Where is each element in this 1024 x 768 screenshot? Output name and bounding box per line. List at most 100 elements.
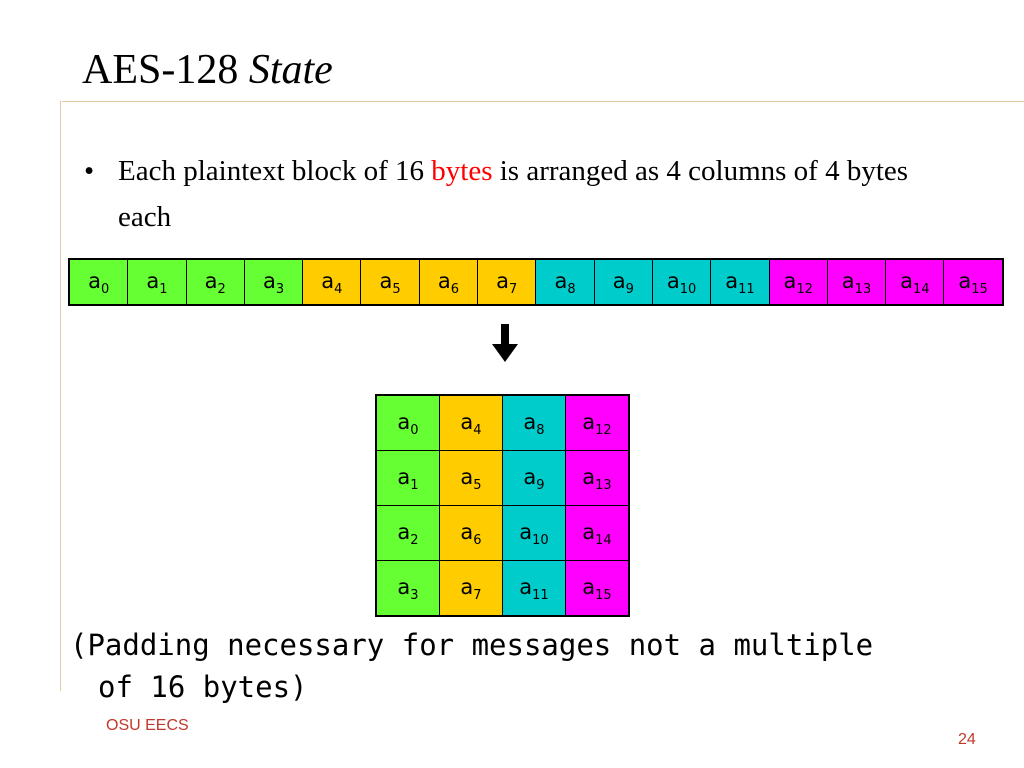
byte-label-index: 9 xyxy=(625,282,634,297)
byte-cell-grid-0: a0 xyxy=(375,394,440,451)
byte-label: a5 xyxy=(380,269,401,297)
byte-label-index: 8 xyxy=(567,282,576,297)
byte-cell-grid-9: a9 xyxy=(502,450,566,506)
byte-label-base: a xyxy=(523,465,537,489)
byte-label-base: a xyxy=(523,410,537,434)
byte-label-base: a xyxy=(582,465,596,489)
byte-label-base: a xyxy=(397,465,411,489)
byte-cell-strip-0: a0 xyxy=(68,258,129,306)
bullet-highlight: bytes xyxy=(431,155,493,187)
byte-label: a7 xyxy=(496,269,517,297)
byte-cell-strip-6: a6 xyxy=(418,258,479,306)
byte-label-base: a xyxy=(460,575,474,599)
byte-label-base: a xyxy=(88,269,101,293)
byte-cell-grid-4: a4 xyxy=(439,394,503,451)
byte-label: a2 xyxy=(397,520,418,548)
byte-label: a10 xyxy=(519,520,548,548)
byte-label: a12 xyxy=(582,410,611,438)
byte-cell-strip-10: a10 xyxy=(651,258,712,306)
title-main: AES-128 xyxy=(82,47,249,93)
byte-label: a7 xyxy=(460,575,481,603)
byte-label-base: a xyxy=(262,269,276,293)
byte-cell-grid-11: a11 xyxy=(502,560,566,617)
bullet-text: Each plaintext block of 16 bytes is arra… xyxy=(118,148,964,240)
byte-label-base: a xyxy=(783,269,797,293)
left-divider xyxy=(60,101,61,691)
byte-label: a1 xyxy=(146,269,167,297)
byte-label-index: 3 xyxy=(275,282,285,297)
byte-label-index: 12 xyxy=(595,423,612,438)
byte-cell-grid-3: a3 xyxy=(375,560,440,617)
byte-label: a12 xyxy=(783,269,813,297)
byte-cell-grid-7: a7 xyxy=(439,560,503,617)
byte-label-base: a xyxy=(958,269,972,293)
byte-label: a14 xyxy=(900,269,929,297)
byte-cell-grid-5: a5 xyxy=(439,450,503,506)
byte-label: a0 xyxy=(397,410,418,438)
byte-label-index: 9 xyxy=(536,478,545,493)
byte-cell-strip-5: a5 xyxy=(360,258,420,306)
byte-label-index: 10 xyxy=(532,533,549,548)
byte-label-index: 14 xyxy=(595,533,612,548)
bullet-text-part2: is arranged as 4 columns of 4 bytes each xyxy=(118,155,909,233)
byte-label: a2 xyxy=(205,269,226,297)
footer-label: OSU EECS xyxy=(106,717,189,734)
byte-label-base: a xyxy=(437,269,451,293)
byte-label-index: 15 xyxy=(595,588,612,603)
byte-label: a10 xyxy=(667,269,696,297)
byte-label-index: 8 xyxy=(536,423,545,438)
byte-label-index: 4 xyxy=(473,423,482,438)
byte-label-base: a xyxy=(519,575,533,599)
byte-label: a9 xyxy=(523,465,544,493)
page-number: 24 xyxy=(958,731,976,748)
byte-label-base: a xyxy=(554,269,568,293)
byte-label: a3 xyxy=(262,269,284,297)
byte-cell-grid-1: a1 xyxy=(375,450,440,506)
byte-label-index: 11 xyxy=(738,282,755,297)
byte-label: a1 xyxy=(397,465,418,493)
bullet-point: • Each plaintext block of 16 bytes is ar… xyxy=(84,148,964,240)
byte-label: a8 xyxy=(523,410,544,438)
byte-label-index: 13 xyxy=(595,478,612,493)
byte-label: a4 xyxy=(321,269,342,297)
byte-cell-strip-13: a13 xyxy=(826,258,887,306)
byte-label-index: 7 xyxy=(473,588,482,603)
byte-label-index: 15 xyxy=(971,282,988,297)
byte-cell-strip-15: a15 xyxy=(943,258,1004,306)
byte-label-base: a xyxy=(519,520,533,544)
byte-label-base: a xyxy=(321,269,335,293)
byte-label-index: 1 xyxy=(159,282,168,297)
byte-label: a11 xyxy=(519,575,548,603)
byte-cell-grid-12: a12 xyxy=(565,394,630,451)
byte-cell-strip-3: a3 xyxy=(243,258,304,306)
byte-cell-grid-10: a10 xyxy=(502,505,566,561)
byte-label-index: 0 xyxy=(410,423,419,438)
byte-label-index: 3 xyxy=(410,588,419,603)
byte-label: a8 xyxy=(554,269,575,297)
byte-label-index: 2 xyxy=(217,282,226,297)
padding-note-line2: of 16 bytes) xyxy=(98,670,308,704)
byte-label-base: a xyxy=(397,520,411,544)
byte-label-base: a xyxy=(900,269,913,293)
padding-note: (Padding necessary for messages not a mu… xyxy=(70,624,970,708)
byte-label: a6 xyxy=(460,520,481,548)
byte-label-base: a xyxy=(582,520,596,544)
byte-label: a13 xyxy=(841,269,871,297)
byte-label-base: a xyxy=(460,520,474,544)
byte-cell-grid-15: a15 xyxy=(565,560,630,617)
byte-cell-strip-2: a2 xyxy=(185,258,245,306)
byte-label-index: 1 xyxy=(410,478,419,493)
byte-label-index: 4 xyxy=(334,282,343,297)
down-arrow-icon xyxy=(492,324,518,362)
byte-label-base: a xyxy=(841,269,855,293)
byte-label: a15 xyxy=(582,575,611,603)
byte-label: a0 xyxy=(88,269,109,297)
byte-label-base: a xyxy=(460,465,474,489)
